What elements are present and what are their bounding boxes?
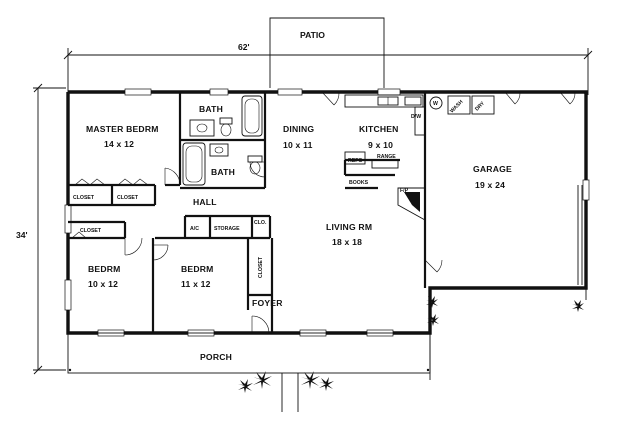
clo-label: CLO. [254, 220, 267, 226]
patio-label: PATIO [300, 30, 325, 40]
hall-label: HALL [193, 197, 217, 207]
kitchen-size: 9 x 10 [368, 140, 393, 150]
foyer-label: FOYER [252, 298, 283, 308]
fireplace-label: F/P [400, 188, 409, 194]
laundry-fixtures [429, 95, 495, 115]
books-label: BOOKS [349, 180, 369, 186]
dining-name: DINING [283, 124, 314, 134]
garage-name: GARAGE [473, 164, 512, 174]
garage-door [577, 185, 583, 285]
garage-apron [429, 288, 587, 380]
overall-depth: 34' [16, 230, 28, 240]
bedroom-3-name: BEDRM [181, 264, 214, 274]
bedroom-3-size: 11 x 12 [181, 279, 211, 289]
dryer-label: DRY [474, 100, 486, 112]
shrubs [238, 296, 584, 393]
bathroom-fixtures [182, 95, 263, 186]
patio-outline [269, 17, 385, 88]
master-bedroom-size: 14 x 12 [104, 139, 134, 149]
closet-label-3: CLOSET [80, 228, 102, 234]
closet-label-2: CLOSET [117, 195, 139, 201]
water-heater-label: W [433, 101, 438, 107]
porch [67, 332, 431, 412]
bedroom-2-size: 10 x 12 [88, 279, 118, 289]
living-room-name: LIVING RM [326, 222, 372, 232]
living-room-size: 18 x 18 [332, 237, 362, 247]
bath-lower-label: BATH [211, 167, 235, 177]
dining-size: 10 x 11 [283, 140, 313, 150]
master-bedroom-name: MASTER BEDRM [86, 124, 159, 134]
bedroom-2-name: BEDRM [88, 264, 121, 274]
dishwasher-label: D/W [411, 114, 421, 120]
range-label: RANGE [377, 154, 396, 160]
doors [71, 91, 576, 334]
closet-label-vertical: CLOSET [258, 256, 264, 278]
depth-dimension-line [33, 83, 66, 375]
ac-label: A/C [190, 226, 199, 232]
washer-label: WASH [449, 99, 464, 114]
storage-label: STORAGE [214, 226, 240, 232]
kitchen-fixtures [344, 94, 426, 221]
overall-width: 62' [238, 42, 250, 52]
porch-label: PORCH [200, 352, 232, 362]
refrigerator-label: REFG [348, 158, 362, 164]
bath-upper-label: BATH [199, 104, 223, 114]
garage-size: 19 x 24 [475, 180, 505, 190]
closet-label-1: CLOSET [73, 195, 95, 201]
kitchen-name: KITCHEN [359, 124, 399, 134]
width-dimension-line [63, 48, 593, 95]
